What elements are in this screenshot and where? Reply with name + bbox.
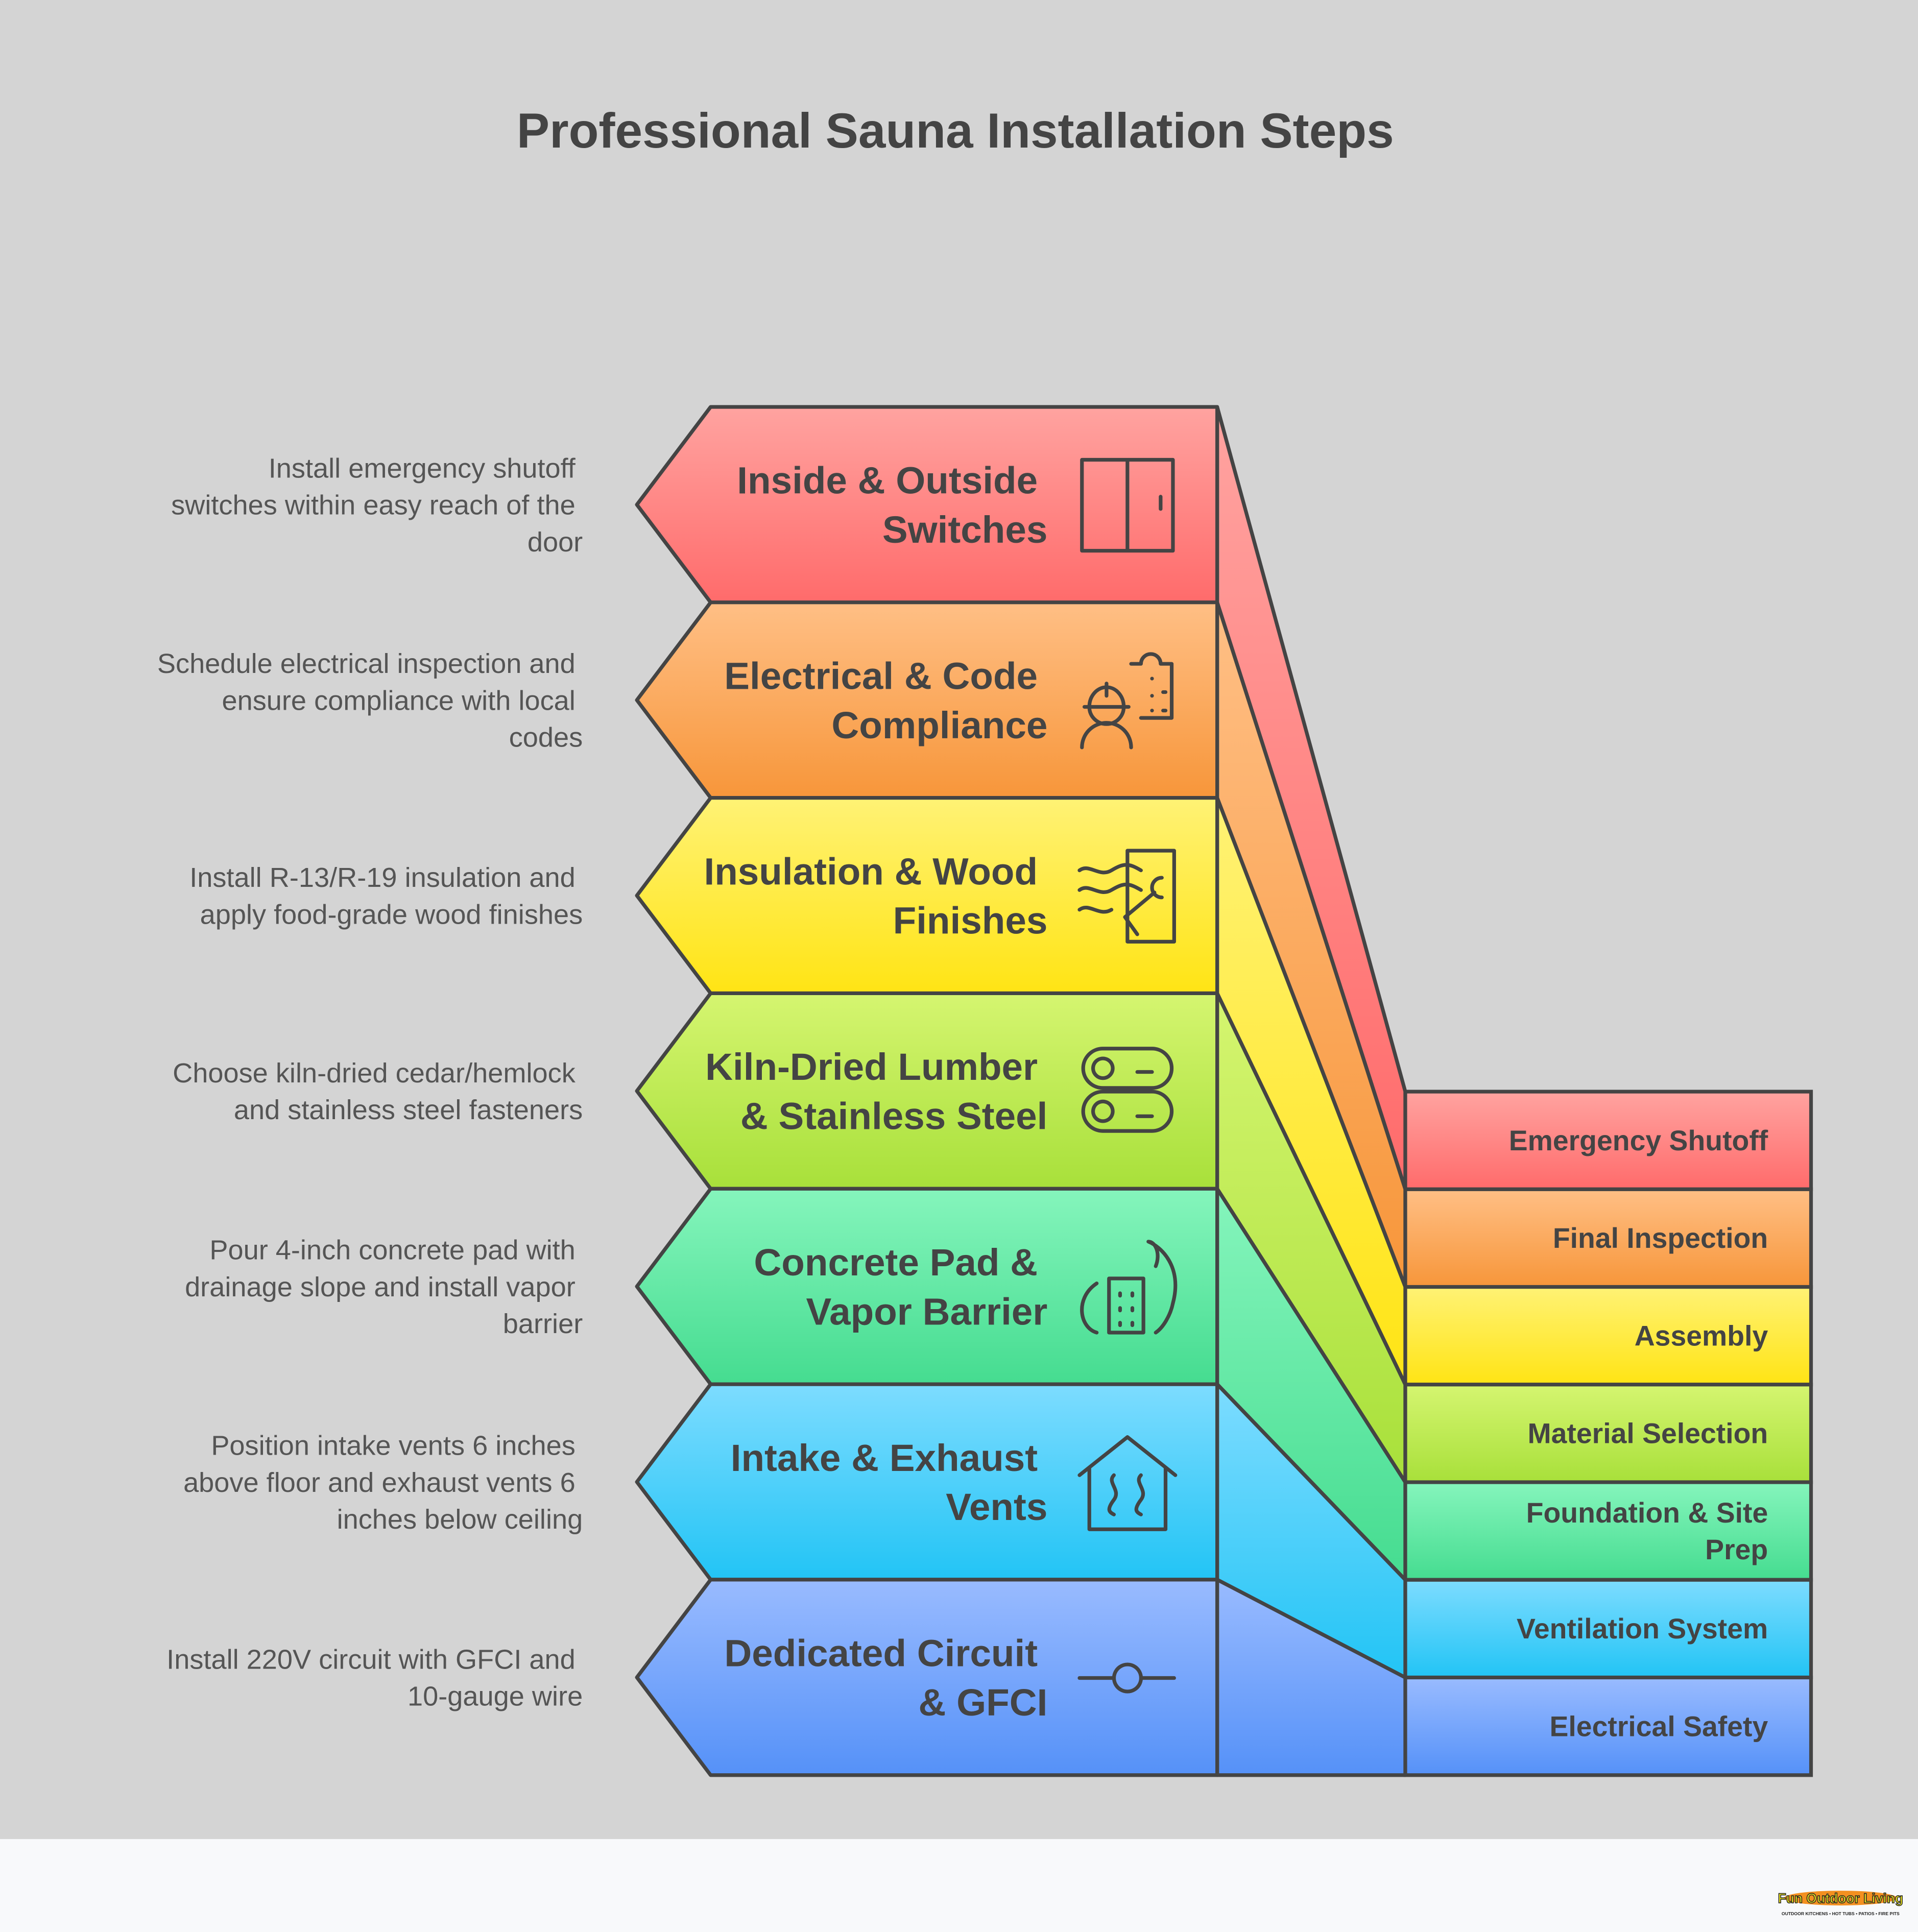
step-description: codes [509, 722, 583, 753]
step-title: Dedicated Circuit [724, 1632, 1038, 1675]
step-title: Vents [946, 1485, 1047, 1528]
step-description: door [528, 527, 583, 558]
step-band [635, 796, 1219, 996]
step-title: Electrical & Code [724, 655, 1038, 697]
step-description: 10-gauge wire [407, 1681, 583, 1712]
house-steam-icon [1077, 1435, 1178, 1531]
step-description: Install 220V circuit with GFCI and [166, 1644, 576, 1675]
logo-tagline: OUTDOOR KITCHENS • HOT TUBS • PATIOS • F… [1782, 1911, 1900, 1916]
stage-label: Material Selection [1528, 1418, 1768, 1450]
label-block [1403, 1187, 1813, 1289]
circuit-switch-icon [1077, 1662, 1176, 1694]
step-title: Switches [882, 508, 1047, 551]
step-description: Install R-13/R-19 insulation and [189, 862, 576, 893]
step-title: Inside & Outside [737, 459, 1038, 502]
step-description: ensure compliance with local [222, 685, 575, 716]
step-band [635, 600, 1219, 800]
step-description: Pour 4-inch concrete pad with [209, 1235, 575, 1266]
door-icon [1080, 457, 1175, 553]
stage-label: Final Inspection [1553, 1222, 1768, 1254]
inspector-clipboard-icon [1080, 652, 1174, 750]
label-block [1403, 1480, 1813, 1582]
step-description: Install emergency shutoff [269, 453, 576, 484]
label-block [1403, 1383, 1813, 1484]
step-description: switches within easy reach of the [171, 490, 576, 521]
label-block [1403, 1675, 1813, 1777]
wall-insulation-icon [1077, 849, 1176, 944]
step-description: inches below ceiling [337, 1504, 583, 1535]
step-band [635, 405, 1219, 605]
step-description: apply food-grade wood finishes [200, 899, 583, 930]
step-title: Kiln-Dried Lumber [705, 1045, 1038, 1088]
step-band [635, 1382, 1219, 1582]
step-description: drainage slope and install vapor [185, 1272, 576, 1302]
step-title: Compliance [831, 704, 1047, 746]
step-title: & Stainless Steel [740, 1095, 1047, 1138]
step-title: Vapor Barrier [806, 1290, 1047, 1333]
step-title: Insulation & Wood [704, 850, 1038, 892]
stage-label: Ventilation System [1517, 1613, 1768, 1645]
stage-label: Foundation & Site [1526, 1497, 1768, 1529]
step-description: barrier [503, 1309, 583, 1339]
stage-label: Prep [1705, 1534, 1768, 1565]
lumber-logs-icon [1081, 1047, 1174, 1133]
step-description: Position intake vents 6 inches [211, 1431, 575, 1461]
building-flame-icon [1080, 1240, 1178, 1335]
label-block [1403, 1578, 1813, 1680]
step-description: and stainless steel fasteners [234, 1095, 583, 1125]
label-block [1403, 1090, 1813, 1191]
logo: Fun Outdoor Living OUTDOOR KITCHENS • HO… [1778, 1890, 1904, 1916]
step-description: Choose kiln-dried cedar/hemlock [173, 1058, 576, 1089]
step-title: Concrete Pad & [754, 1241, 1038, 1284]
stage-label: Assembly [1635, 1320, 1768, 1351]
page-title: Professional Sauna Installation Steps [517, 104, 1394, 158]
label-block [1403, 1285, 1813, 1387]
step-band [635, 1578, 1219, 1777]
step-description: Schedule electrical inspection and [157, 648, 576, 679]
step-description: above floor and exhaust vents 6 [183, 1467, 576, 1498]
stage-label: Electrical Safety [1550, 1710, 1768, 1742]
step-title: & GFCI [918, 1681, 1047, 1724]
step-title: Finishes [893, 899, 1048, 942]
stage-label: Emergency Shutoff [1509, 1125, 1768, 1156]
logo-name: Fun Outdoor Living [1778, 1891, 1904, 1906]
step-title: Intake & Exhaust [731, 1436, 1038, 1479]
step-band [635, 1187, 1219, 1386]
